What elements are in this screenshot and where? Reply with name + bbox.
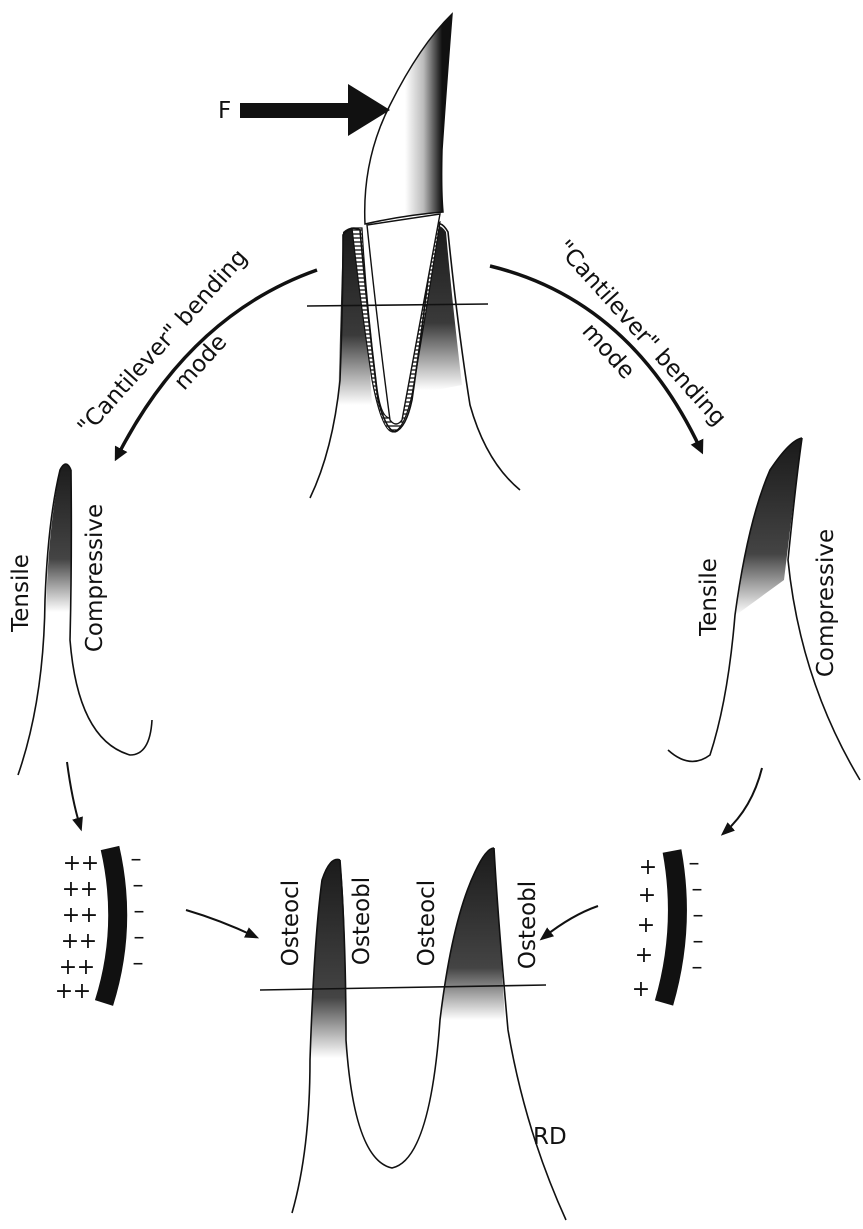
left-compressive-label: Compressive	[82, 504, 108, 652]
left-plus-sign: +	[81, 851, 99, 876]
osteocl-right-label: Osteocl	[414, 880, 440, 966]
left-plate-minus-signs: – – – – –	[131, 847, 145, 976]
arrow-right-bone-to-plate	[720, 767, 763, 836]
right-minus-sign: –	[693, 903, 704, 928]
bottom-right-wall-shading	[440, 848, 505, 1020]
force-arrow-head	[348, 84, 390, 136]
left-bone-shading	[46, 464, 72, 612]
top-tooth-socket	[306, 12, 521, 499]
top-right-wall-shading	[410, 226, 462, 395]
right-minus-sign: –	[692, 877, 703, 902]
right-bent-bone	[667, 437, 861, 781]
left-plus-sign: +	[61, 929, 79, 954]
arrow-left-bone-to-plate	[66, 761, 83, 832]
right-plus-sign: +	[638, 883, 656, 908]
tooth-root	[366, 213, 441, 425]
top-right-bone-outline	[394, 223, 521, 491]
right-plus-sign: +	[639, 855, 657, 880]
left-plus-sign: +	[63, 851, 81, 876]
right-tensile-label: Tensile	[696, 558, 722, 637]
right-bone-left-outline	[667, 437, 803, 763]
arrow-right-plate-to-bottom	[539, 905, 599, 941]
left-plate-plus-signs: + + + + + + + + + + + +	[55, 851, 99, 1004]
bottom-right-outer-outline	[493, 847, 567, 1221]
right-plate-plus-signs: + + + + +	[632, 855, 657, 1002]
left-plus-sign: +	[80, 877, 98, 902]
right-charged-plate	[654, 849, 687, 1006]
left-plus-sign: +	[73, 979, 91, 1004]
osteocl-left-label: Osteocl	[278, 880, 304, 966]
tooth-crown	[363, 12, 453, 225]
arrow-left-plate-to-bottom	[185, 909, 260, 939]
left-bone-outer-outline	[17, 463, 72, 776]
right-bone-shading	[736, 438, 802, 615]
left-minus-sign: –	[133, 951, 144, 976]
force-arrow	[240, 84, 390, 136]
left-plus-sign: +	[59, 955, 77, 980]
osteobl-right-label: Osteobl	[515, 881, 541, 969]
force-label: F	[218, 98, 231, 124]
right-plus-sign: +	[635, 943, 653, 968]
top-left-bone-outline	[309, 227, 396, 499]
bottom-remodeled-socket	[259, 847, 567, 1221]
left-minus-sign: –	[131, 847, 142, 872]
left-plus-sign: +	[77, 955, 95, 980]
right-minus-sign: –	[689, 851, 700, 876]
left-minus-sign: –	[133, 873, 144, 898]
left-plus-sign: +	[62, 903, 80, 928]
right-bone-right-outline	[787, 437, 861, 781]
cantilever-arrow-right	[489, 264, 704, 455]
left-plus-sign: +	[62, 877, 80, 902]
top-section-line	[306, 303, 489, 307]
right-minus-sign: –	[693, 929, 704, 954]
left-plus-sign: +	[55, 979, 73, 1004]
left-plus-sign: +	[80, 903, 98, 928]
left-plus-sign: +	[79, 929, 97, 954]
bottom-socket-outline	[339, 847, 495, 1169]
rd-label: RD	[533, 1124, 567, 1150]
right-plus-sign: +	[637, 913, 655, 938]
right-plus-sign: +	[632, 977, 650, 1002]
osteobl-left-label: Osteobl	[349, 877, 375, 965]
left-bone-inner-outline	[69, 469, 153, 756]
right-plate-minus-signs: – – – – –	[689, 851, 704, 980]
left-minus-sign: –	[134, 925, 145, 950]
cantilever-arrow-left	[114, 268, 318, 462]
right-minus-sign: –	[692, 955, 703, 980]
left-charged-plate	[94, 845, 128, 1006]
left-tensile-label: Tensile	[8, 554, 34, 633]
left-bent-bone	[17, 463, 153, 776]
bottom-section-line	[259, 984, 547, 991]
left-minus-sign: –	[134, 899, 145, 924]
right-compressive-label: Compressive	[813, 529, 839, 677]
force-arrow-shaft	[240, 103, 352, 118]
